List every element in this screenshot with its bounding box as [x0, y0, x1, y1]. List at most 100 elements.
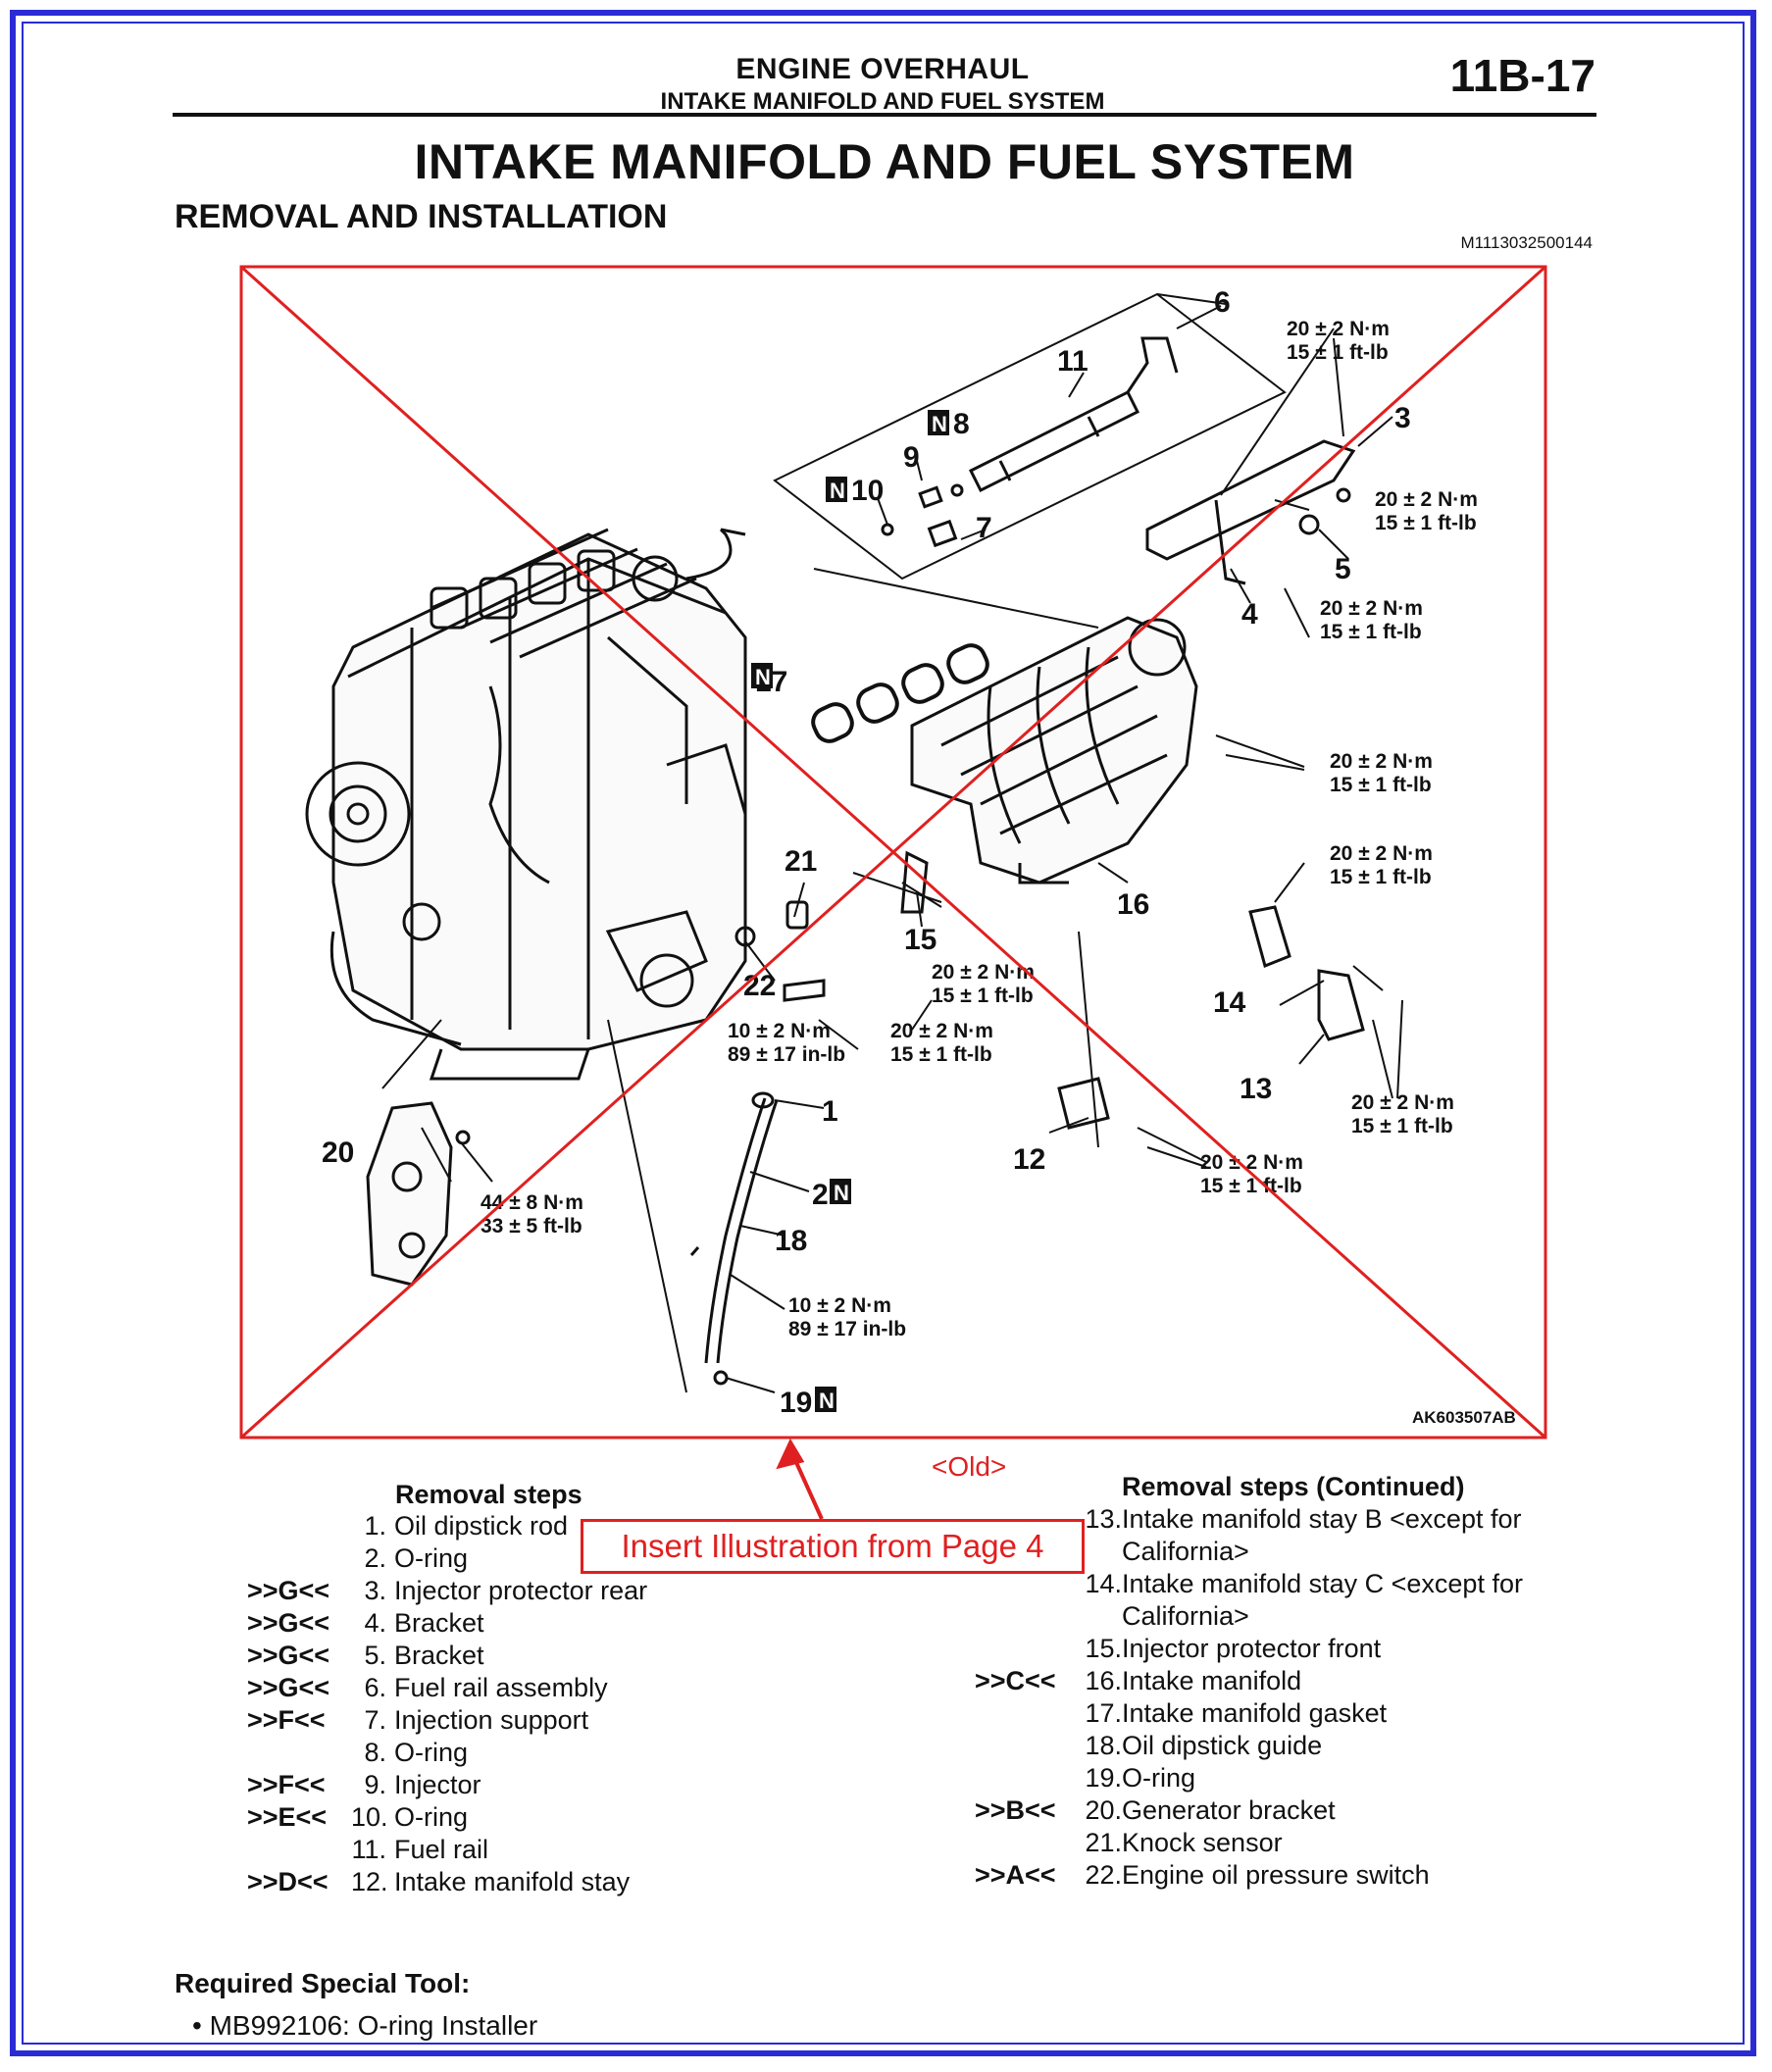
- torque-e-nm: 20 ± 2 N·m: [1330, 842, 1433, 865]
- torque-k-nm: 44 ± 8 N·m: [481, 1191, 583, 1214]
- part-label-2: 2: [812, 1179, 829, 1211]
- torque-j-ft: 15 ± 1 ft-lb: [1200, 1175, 1302, 1197]
- leader-lines: [381, 305, 1403, 1393]
- part-label-12: 12: [1013, 1143, 1045, 1176]
- new-part-mark-2: N: [834, 1181, 849, 1205]
- page-border-outer: [10, 10, 1756, 2056]
- step-mark: >>E<<: [247, 1802, 328, 1832]
- step-row: >>G<<4.Bracket: [247, 1608, 737, 1640]
- step-row: 14.Intake manifold stay C <except for: [975, 1569, 1524, 1600]
- step-text: Intake manifold stay B <except for: [1122, 1504, 1522, 1534]
- step-number: 21.: [1085, 1828, 1122, 1857]
- part-label-7: 7: [976, 512, 992, 544]
- step-number: 19.: [1085, 1763, 1122, 1793]
- step-row: 13.Intake manifold stay B <except for: [975, 1504, 1524, 1536]
- part-label-20: 20: [322, 1137, 354, 1169]
- step-number: 16.: [1085, 1666, 1122, 1695]
- step-number: 4.: [364, 1608, 386, 1638]
- step-row: >>C<<16.Intake manifold: [975, 1666, 1524, 1697]
- part-label-16: 16: [1117, 888, 1149, 921]
- step-row: 1.Oil dipstick rod: [247, 1511, 737, 1542]
- step-row: >>F<<7.Injection support: [247, 1705, 737, 1737]
- part-label-11: 11: [1057, 345, 1089, 378]
- part-label-22: 22: [743, 970, 776, 1002]
- page-title: INTAKE MANIFOLD AND FUEL SYSTEM: [414, 134, 1355, 189]
- step-number: 2.: [364, 1543, 386, 1573]
- torque-b-ft: 15 ± 1 ft-lb: [1375, 512, 1477, 534]
- torque-l-in: 89 ± 17 in-lb: [788, 1318, 906, 1340]
- step-number: 13.: [1085, 1504, 1122, 1534]
- fuel-rail-drawing: [881, 336, 1179, 548]
- step-mark: >>G<<: [247, 1673, 330, 1702]
- step-text: Intake manifold gasket: [1122, 1698, 1388, 1728]
- section-subtitle: REMOVAL AND INSTALLATION: [175, 198, 668, 235]
- part-label-10: 10: [851, 475, 884, 507]
- new-part-mark-17: N: [755, 665, 771, 689]
- step-number: 15.: [1085, 1634, 1122, 1663]
- step-mark: >>G<<: [247, 1576, 330, 1605]
- step-number: 1.: [364, 1511, 386, 1541]
- step-row: 15.Injector protector front: [975, 1634, 1524, 1665]
- new-part-mark-19: N: [819, 1389, 835, 1413]
- step-number: 12.: [351, 1867, 388, 1896]
- part-label-5: 5: [1335, 553, 1351, 585]
- step-row: >>D<<12.Intake manifold stay: [247, 1867, 737, 1898]
- new-part-mark-8: N: [932, 412, 947, 436]
- torque-i-ft: 15 ± 1 ft-lb: [1351, 1115, 1453, 1137]
- torque-b-nm: 20 ± 2 N·m: [1375, 488, 1478, 511]
- removal-steps-title: Removal steps: [395, 1480, 582, 1509]
- step-mark: >>A<<: [975, 1860, 1056, 1890]
- part-label-8: 8: [953, 408, 970, 440]
- part-label-1: 1: [822, 1095, 838, 1128]
- step-text-continued: California>: [1122, 1601, 1249, 1631]
- page-border-inner: [22, 22, 1745, 2045]
- torque-a-nm: 20 ± 2 N·m: [1287, 318, 1390, 340]
- part-label-15: 15: [904, 924, 937, 956]
- torque-h-ft: 15 ± 1 ft-lb: [890, 1043, 992, 1066]
- step-number: 18.: [1085, 1731, 1122, 1760]
- part-label-14: 14: [1213, 986, 1246, 1019]
- step-number: 14.: [1085, 1569, 1122, 1598]
- part-label-21: 21: [785, 845, 817, 878]
- step-text: Oil dipstick guide: [1122, 1731, 1323, 1760]
- step-row: 19.O-ring: [975, 1763, 1524, 1794]
- step-text-continued: California>: [1122, 1537, 1249, 1566]
- part-label-4: 4: [1241, 598, 1258, 631]
- step-row: >>B<<20.Generator bracket: [975, 1795, 1524, 1827]
- special-tool-item: • MB992106: O-ring Installer: [192, 2010, 538, 2041]
- header-rule: [173, 113, 1596, 117]
- step-number: 5.: [364, 1641, 386, 1670]
- manifold-gasket-drawing: [811, 643, 989, 743]
- step-row: 18.Oil dipstick guide: [975, 1731, 1524, 1762]
- step-text: Intake manifold stay C <except for: [1122, 1569, 1523, 1598]
- step-mark: >>F<<: [247, 1770, 326, 1799]
- special-tool-title: Required Special Tool:: [175, 1968, 471, 1998]
- engine-block-drawing: [305, 528, 747, 1081]
- step-row: 8.O-ring: [247, 1738, 737, 1769]
- dipstick-drawing: [689, 1091, 779, 1386]
- torque-f-ft: 15 ± 1 ft-lb: [932, 985, 1034, 1007]
- step-row: >>G<<3.Injector protector rear: [247, 1576, 737, 1607]
- step-number: 20.: [1085, 1795, 1122, 1825]
- special-tool-name: MB992106: O-ring Installer: [209, 2010, 538, 2041]
- torque-g-nm: 10 ± 2 N·m: [728, 1020, 831, 1042]
- torque-l-nm: 10 ± 2 N·m: [788, 1294, 891, 1317]
- torque-specs: 20 ± 2 N·m 15 ± 1 ft-lb 20 ± 2 N·m 15 ± …: [481, 318, 1478, 1340]
- header-section: ENGINE OVERHAUL: [735, 53, 1030, 85]
- part-number-labels: 6 11 3 9 7 5 4 16 21 15 14 13 12 1 18 20: [322, 286, 1411, 1257]
- part-label-9: 9: [903, 441, 920, 474]
- step-number: 8.: [364, 1738, 386, 1767]
- torque-c-ft: 15 ± 1 ft-lb: [1320, 621, 1422, 643]
- step-mark: >>B<<: [975, 1795, 1056, 1825]
- part-label-6: 6: [1214, 286, 1231, 319]
- generator-bracket-drawing: [366, 1101, 471, 1287]
- step-row: 17.Intake manifold gasket: [975, 1698, 1524, 1730]
- page-number: 11B-17: [1449, 50, 1595, 101]
- new-part-labels: 17 N N 8 N 10 22 2 N 19 N: [743, 408, 970, 1419]
- step-mark: >>F<<: [247, 1705, 326, 1735]
- torque-d-nm: 20 ± 2 N·m: [1330, 750, 1433, 773]
- part-label-13: 13: [1240, 1073, 1272, 1105]
- step-text: Fuel rail assembly: [394, 1673, 608, 1702]
- step-row: >>A<<22.Engine oil pressure switch: [975, 1860, 1524, 1892]
